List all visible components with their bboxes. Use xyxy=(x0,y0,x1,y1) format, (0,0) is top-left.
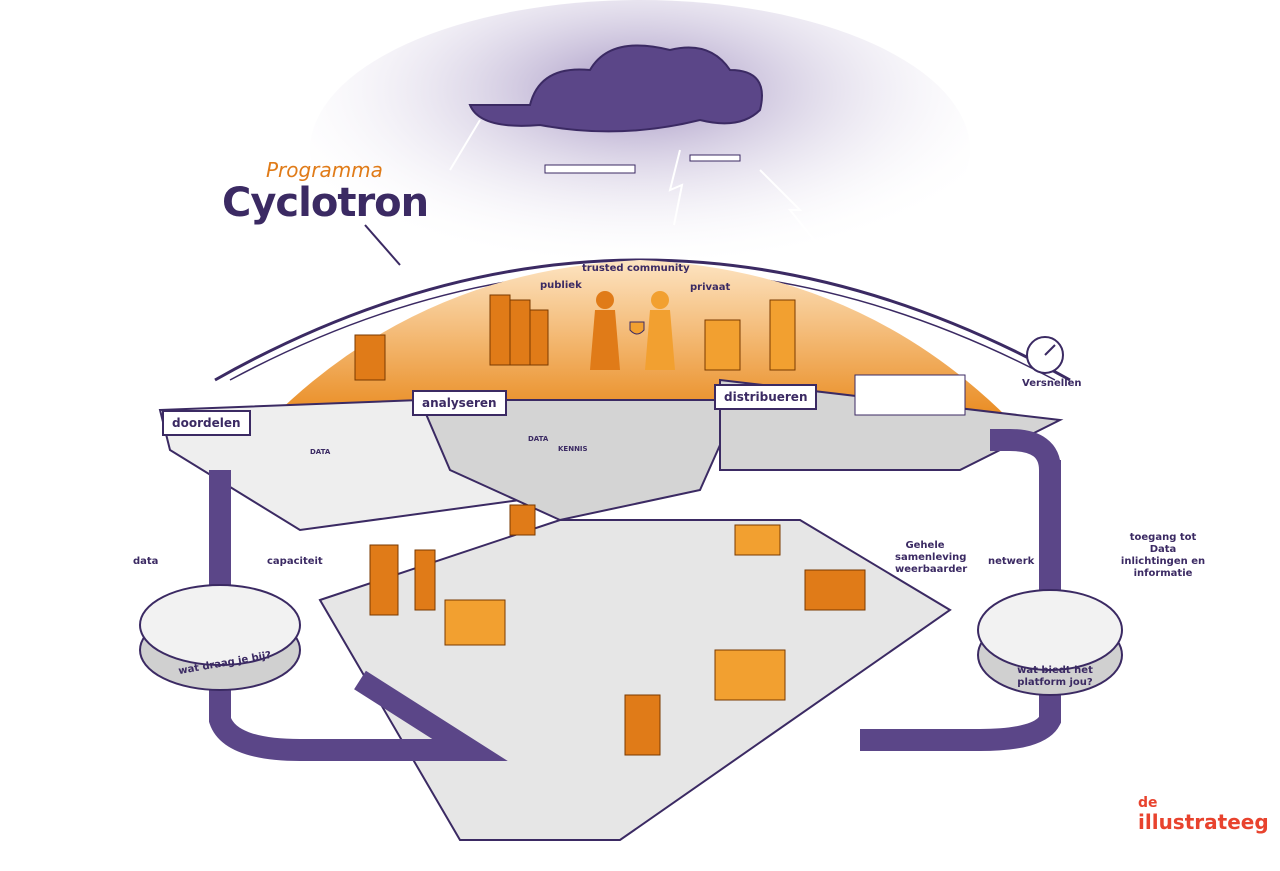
flow-arrow-right xyxy=(860,460,1061,751)
lightning xyxy=(449,119,831,261)
title-pointer xyxy=(364,224,401,266)
access-label: toegang tot Data inlichtingen en informa… xyxy=(1120,532,1206,579)
flow-arrow-left xyxy=(209,470,508,761)
person-publiek xyxy=(596,291,614,309)
storm-glow xyxy=(310,0,970,300)
capaciteit-label: capaciteit xyxy=(267,556,323,567)
truck xyxy=(854,374,966,416)
society-label: Gehele samenleving weerbaarder xyxy=(895,540,968,575)
publiek-label: publiek xyxy=(540,280,582,291)
data-label: data xyxy=(133,556,159,567)
society-buildings xyxy=(369,504,866,756)
program-title: Cyclotron xyxy=(222,180,429,226)
tag-analyseren: analyseren xyxy=(412,390,507,416)
netwerk-label: netwerk xyxy=(988,556,1035,567)
logo-de: de xyxy=(1138,795,1158,811)
platform-analyseren xyxy=(418,399,742,522)
person-privaat xyxy=(651,291,669,309)
hacker-desk xyxy=(544,164,636,174)
box-data: DATA xyxy=(310,448,331,456)
dome-label: trusted community xyxy=(582,263,690,274)
tag-doordelen: doordelen xyxy=(162,410,251,436)
disc-left xyxy=(139,584,301,691)
laptop-desk xyxy=(689,154,741,162)
box-kennis: KENNIS xyxy=(558,445,588,453)
privaat-label: privaat xyxy=(690,282,731,293)
box-data-2: DATA xyxy=(528,435,549,443)
speed-label: Versnellen xyxy=(1022,378,1082,389)
city-skyline xyxy=(270,260,1010,420)
logo-illustrateeg: illustrateeg xyxy=(1138,810,1269,834)
tag-distribueren: distribueren xyxy=(714,384,818,410)
shield-icon xyxy=(629,321,645,335)
storm-cloud xyxy=(468,44,763,133)
disc-right xyxy=(977,589,1123,696)
right-disc-question: wat biedt het platform jou? xyxy=(1017,665,1093,688)
city-buildings xyxy=(354,294,796,381)
program-label: Programma xyxy=(266,158,383,182)
